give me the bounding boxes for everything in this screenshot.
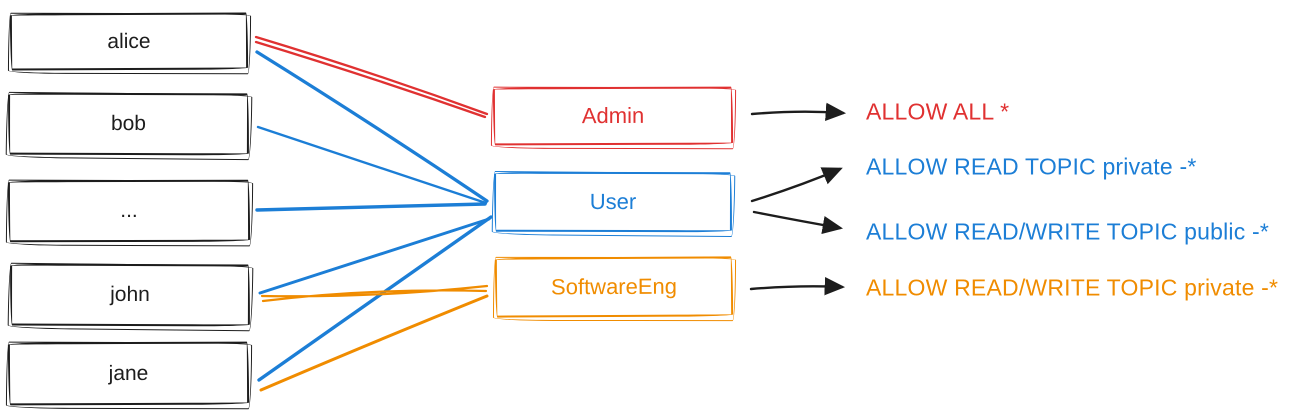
arrow-softwareeng-readwrite-private [749, 277, 846, 296]
user-label-alice: alice [107, 29, 151, 53]
role-label-softwareeng: SoftwareEng [550, 273, 678, 300]
role-box-user: User [493, 171, 733, 233]
arrow-user-readwrite-public [752, 210, 844, 235]
user-label-jane: jane [108, 361, 149, 385]
user-box-dots: ... [7, 179, 251, 243]
user-box-alice: alice [9, 12, 249, 71]
user-box-john: john [9, 263, 251, 327]
edge-alice-user [255, 50, 489, 203]
permission-label-allow-all: ALLOW ALL * [866, 98, 1010, 125]
edge-dots-user [255, 202, 487, 212]
role-box-softwareeng: SoftwareEng [494, 256, 734, 318]
edge-john-user [258, 217, 491, 295]
edge-john-softwareeng [260, 284, 489, 303]
permission-label-readwrite-topic-private: ALLOW READ/WRITE TOPIC private -* [866, 274, 1279, 301]
user-label-bob: bob [110, 111, 147, 136]
arrow-user-read-private [750, 167, 843, 203]
role-box-admin: Admin [492, 86, 734, 146]
permission-label-read-topic-private: ALLOW READ TOPIC private -* [866, 153, 1197, 180]
edge-alice-admin [254, 35, 489, 119]
role-label-user: User [589, 188, 637, 215]
user-label-john: john [110, 282, 150, 307]
role-label-admin: Admin [581, 102, 645, 129]
user-box-jane: jane [7, 341, 250, 406]
edge-jane-user [257, 215, 493, 382]
user-label-dots: ... [120, 198, 138, 223]
user-box-bob: bob [7, 92, 250, 156]
arrow-admin-allow-all [750, 102, 847, 121]
edge-jane-softwareeng [259, 294, 489, 392]
permission-label-readwrite-topic-public: ALLOW READ/WRITE TOPIC public -* [866, 218, 1270, 245]
edge-bob-user [256, 125, 488, 205]
